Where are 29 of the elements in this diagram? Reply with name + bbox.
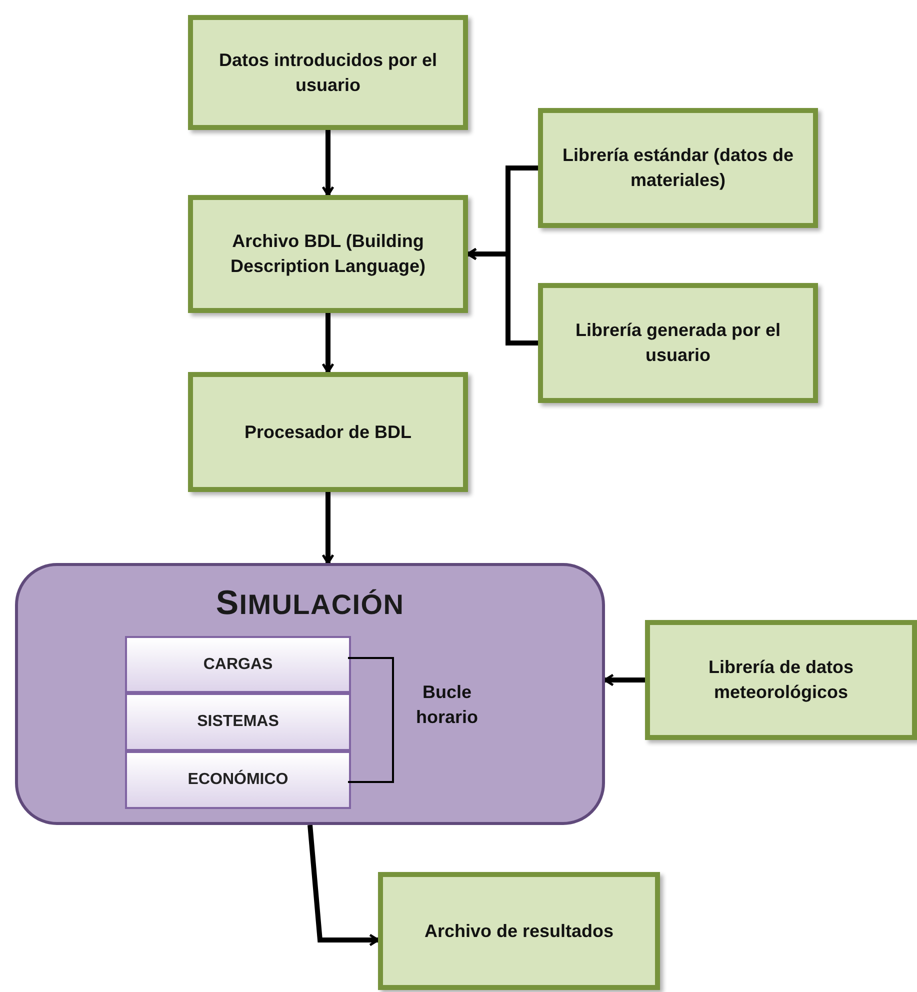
box-label: Procesador de BDL — [244, 420, 412, 444]
box-label: Datos introducidos por el usuario — [218, 48, 438, 96]
process-box — [188, 195, 468, 313]
box-label: CARGAS — [203, 654, 273, 674]
box-label: Archivo BDL (Building Description Language) — [229, 230, 427, 278]
process-box — [188, 15, 468, 130]
panel-title: SIMULACIÓN — [216, 583, 404, 624]
process-box — [188, 372, 468, 492]
process-box — [378, 872, 660, 990]
module-box — [125, 693, 351, 751]
box-label: Librería estándar (datos de materiales) — [561, 144, 795, 192]
box-label: Archivo de resultados — [424, 920, 614, 943]
arrow — [322, 313, 334, 374]
process-box — [645, 620, 917, 740]
module-box — [125, 751, 351, 809]
box-label: Librería de datos meteorológicos — [707, 656, 855, 704]
box-label: Librería generada por el usuario — [574, 319, 782, 367]
process-box — [538, 108, 818, 228]
arrow — [308, 824, 380, 946]
module-box — [125, 636, 351, 693]
box-label: ECONÓMICO — [188, 768, 288, 790]
arrow — [322, 130, 334, 196]
loop-label: Bucle horario — [414, 681, 479, 729]
arrow — [322, 492, 334, 564]
box-label: SISTEMAS — [197, 712, 279, 732]
simulation-panel — [15, 563, 605, 825]
arrow — [604, 674, 645, 686]
process-box — [538, 283, 818, 403]
arrow — [466, 248, 538, 346]
